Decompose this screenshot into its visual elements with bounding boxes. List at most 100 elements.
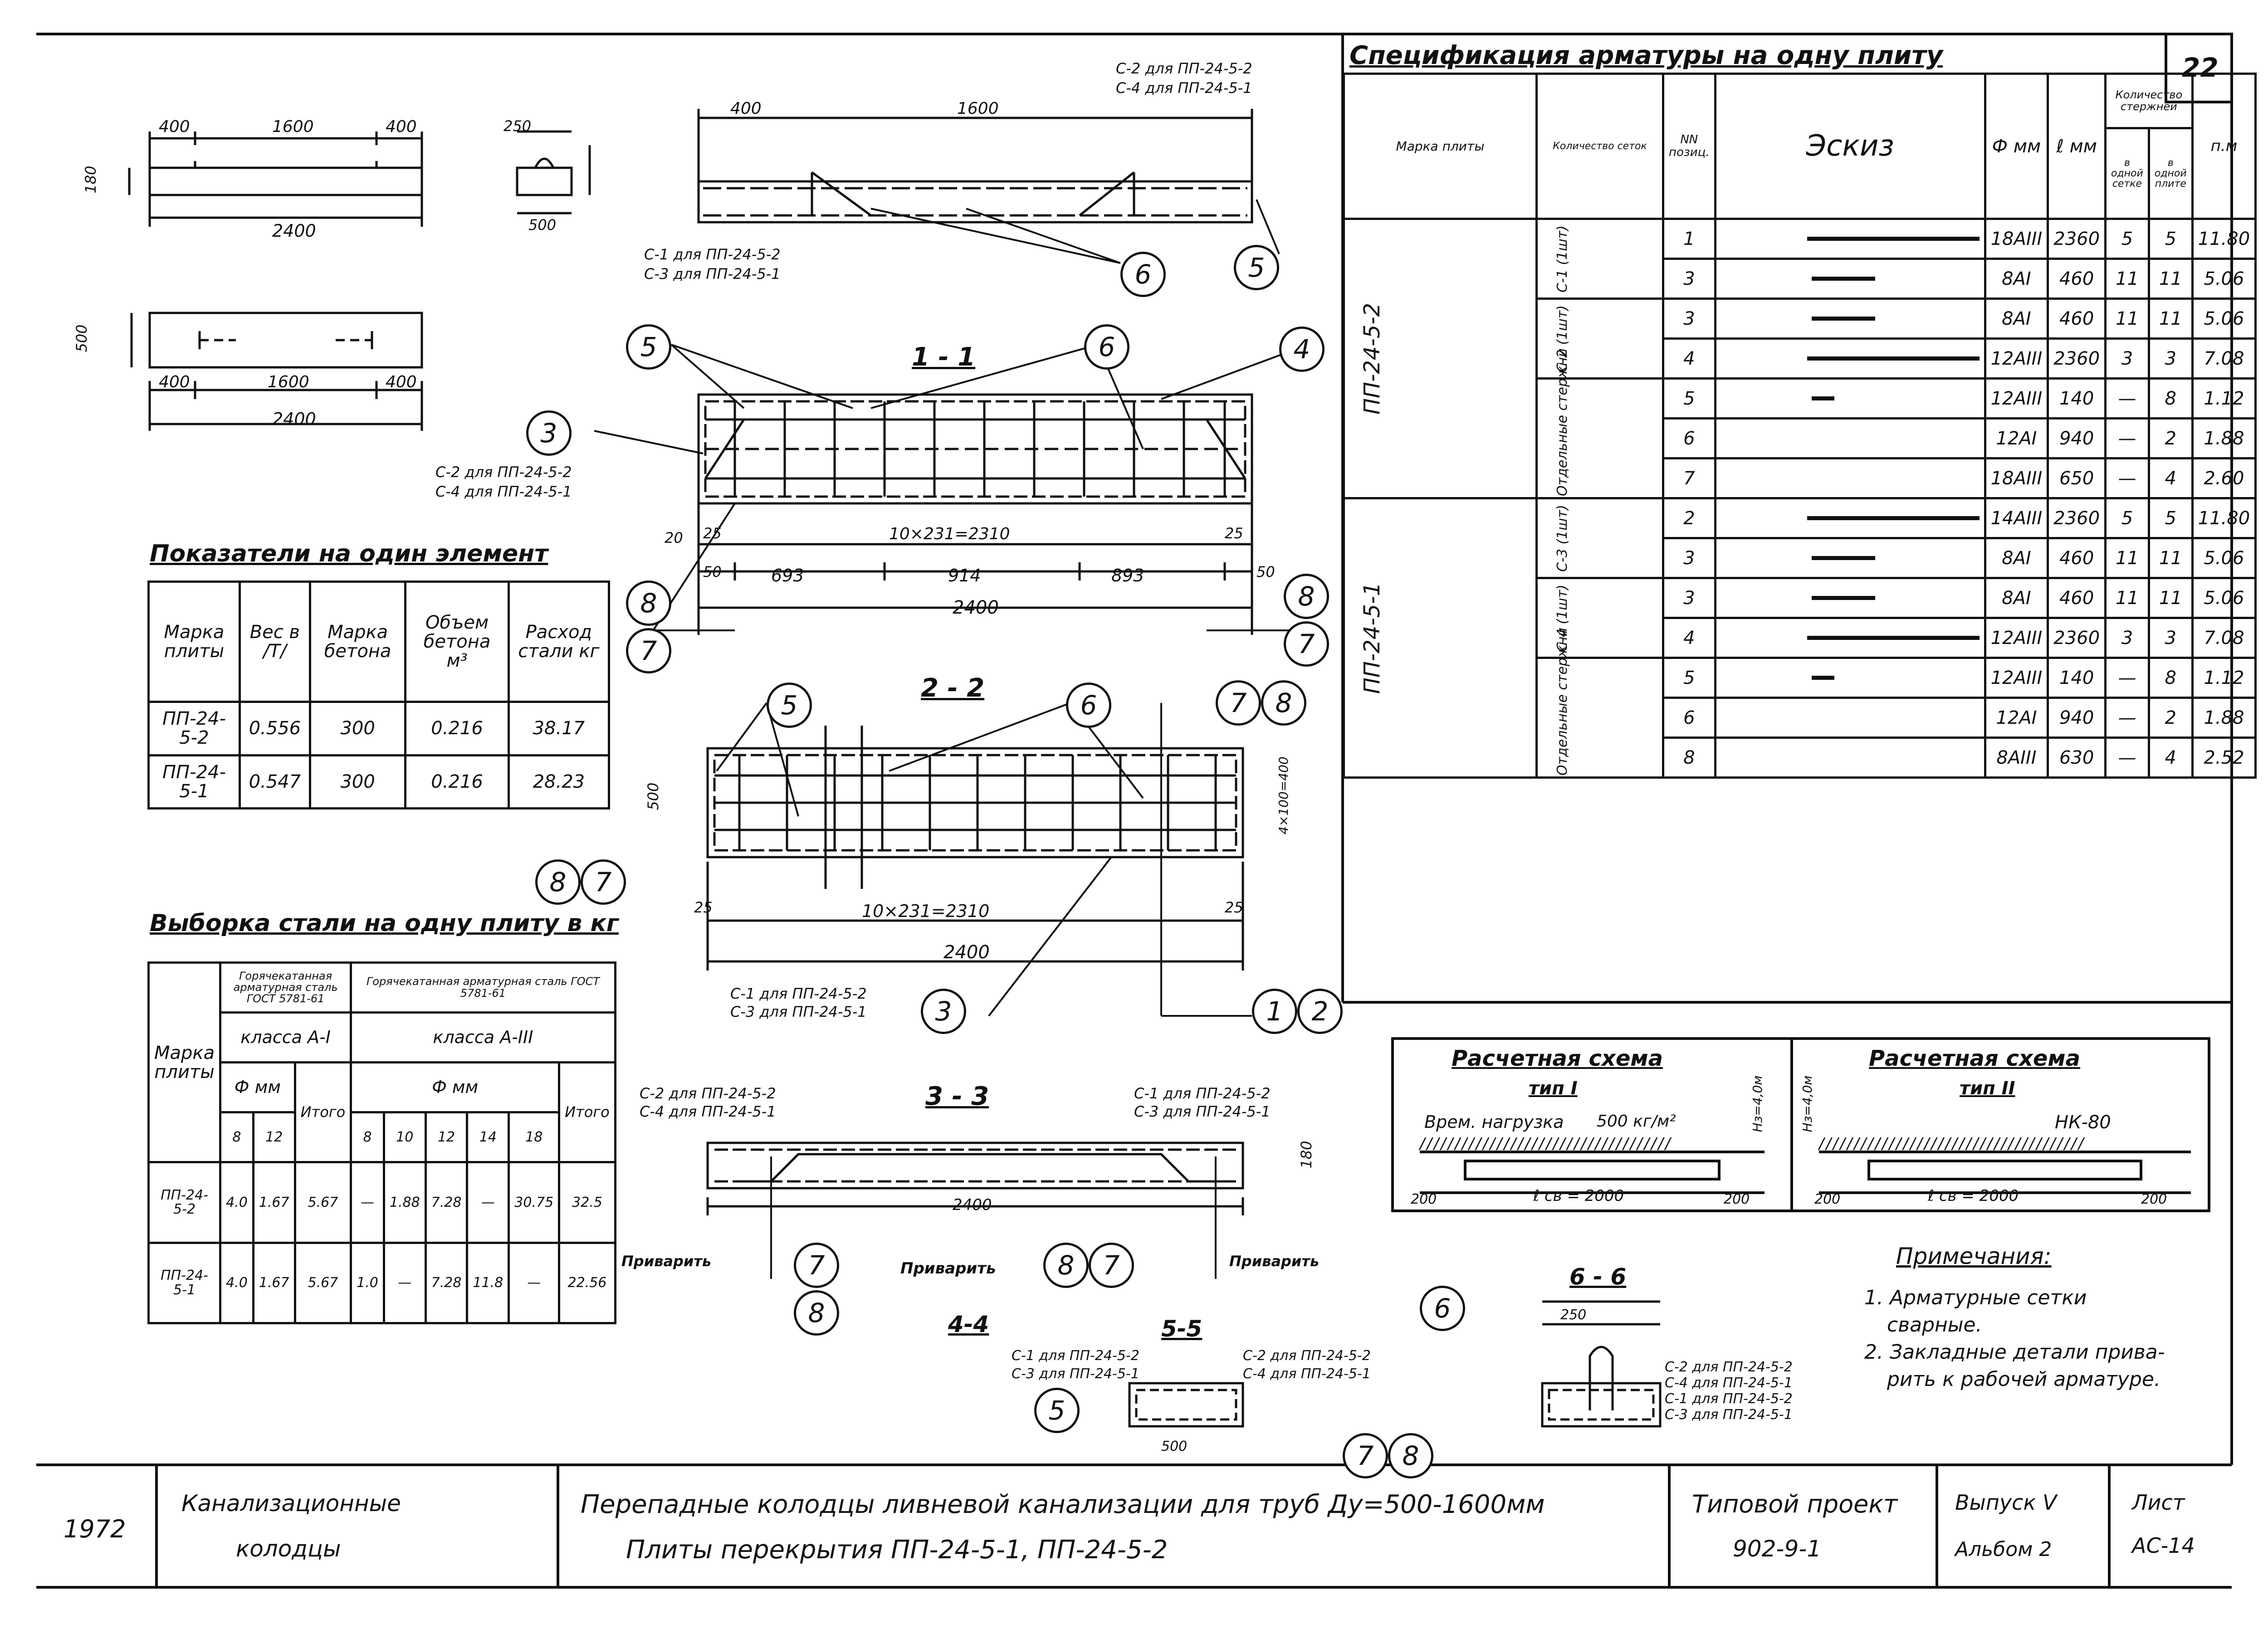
spec-count-elem: 5 (2147, 497, 2194, 539)
spec-count-elem: 3 (2147, 337, 2194, 380)
spec-pos: 6 (1662, 417, 1716, 459)
section-5-5-title: 5-5 (1161, 1316, 1202, 1342)
steel-h-phi1: Ф мм (219, 1061, 296, 1113)
spec-sketch (1714, 417, 1986, 459)
title-main-1: Перепадные колодцы ливневой канализации … (581, 1490, 1545, 1519)
spec-pm: 5.06 (2191, 298, 2257, 340)
scheme-left-sup2: 200 (1724, 1191, 1750, 1207)
spec-pos: 5 (1662, 377, 1716, 419)
spec-sub-cell: Отдельные стержни (1535, 348, 1664, 499)
label-c3-51-s5: С-3 для ПП-24-5-1 (1012, 1366, 1139, 1382)
steel-cell: 1.67 (252, 1241, 296, 1324)
spec-sub-cell: С-1 (1шт) (1535, 218, 1664, 300)
dim-10x231-s2: 10×231=2310 (862, 901, 990, 921)
spec-length: 940 (2047, 417, 2107, 459)
elem-cell: 0.216 (404, 701, 510, 756)
spec-count-elem: 11 (2147, 258, 2194, 300)
spec-diameter: 12AIII (1984, 617, 2049, 659)
scheme-left-load: Врем. нагрузка (1424, 1112, 1564, 1132)
elem-cell: 38.17 (507, 701, 611, 756)
spec-pos: 7 (1662, 457, 1716, 499)
steel-d: 18 (508, 1111, 561, 1163)
label-c2-52-s1: С-2 для ПП-24-5-2 (435, 463, 572, 481)
spec-sub-cell: С-3 (1шт) (1535, 497, 1664, 579)
pos-circle-7-s6: 7 (1343, 1433, 1388, 1478)
label-c2-52-top: С-2 для ПП-24-5-2 (1116, 60, 1252, 77)
steel-h-class1: класса А-I (219, 1011, 352, 1063)
pos-circle-1-s2: 1 (1252, 989, 1297, 1034)
title-list-no: АС-14 (2132, 1533, 2195, 1558)
spec-diameter: 8AI (1984, 577, 2049, 619)
pos-circle-3-s2: 3 (921, 989, 966, 1034)
spec-count-elem: 11 (2147, 537, 2194, 579)
spec-pm: 5.06 (2191, 577, 2257, 619)
spec-count-net: — (2104, 657, 2150, 699)
elem-h-mark: Марка плиты (147, 580, 241, 703)
spec-h-count: Количество стержней (2104, 73, 2194, 129)
spec-sketch (1714, 457, 1986, 499)
pos-circle-7-s1-left: 7 (626, 628, 671, 673)
pos-circle-7-s3: 7 (794, 1243, 839, 1288)
spec-length: 2360 (2047, 497, 2107, 539)
pos-circle-8-s6: 8 (1388, 1433, 1433, 1478)
pos-circle-6-s2: 6 (1066, 683, 1111, 728)
spec-count-net: 5 (2104, 497, 2150, 539)
spec-count-net: — (2104, 377, 2150, 419)
rebar-bar-sketch (1807, 237, 1980, 241)
section-6-6-title: 6 - 6 (1569, 1263, 1627, 1290)
spec-pm: 1.12 (2191, 377, 2257, 419)
title-section-2: колодцы (236, 1536, 341, 1562)
label-c4-51-s1: С-4 для ПП-24-5-1 (435, 483, 572, 500)
elem-cell: 300 (308, 754, 407, 810)
spec-pm: 7.08 (2191, 617, 2257, 659)
spec-h-mark: Марка плиты (1343, 73, 1538, 220)
spec-count-net: 11 (2104, 577, 2150, 619)
steel-cell: 1.0 (350, 1241, 385, 1324)
title-year: 1972 (64, 1515, 126, 1543)
scheme-right-h: Hз=4,0м (1800, 1075, 1815, 1132)
spec-count-net: 3 (2104, 617, 2150, 659)
elem-cell: 300 (308, 701, 407, 756)
spec-length: 460 (2047, 537, 2107, 579)
spec-table: Марка плиты Количество сеток NN позиц. Э… (1343, 73, 2257, 779)
steel-cell: ПП-24-5-2 (147, 1161, 222, 1244)
rebar-bar-sketch (1811, 676, 1834, 680)
spec-pos: 1 (1662, 218, 1716, 260)
steel-cell: 11.8 (466, 1241, 510, 1324)
spec-length: 940 (2047, 697, 2107, 739)
pos-circle-8-s1-left: 8 (626, 580, 671, 626)
label-c3-51-s2: С-3 для ПП-24-5-1 (730, 1003, 867, 1020)
spec-sub-label: С-1 (1шт) (1554, 225, 1570, 293)
spec-count-net: 5 (2104, 218, 2150, 260)
steel-d: 12 (424, 1111, 469, 1163)
elem-cell: 0.216 (404, 754, 510, 810)
scheme-right-sup2: 200 (2141, 1191, 2167, 1207)
elem-h-volume: Объем бетона м³ (404, 580, 510, 703)
rebar-bar-sketch (1807, 636, 1980, 640)
pos-circle-8-s1-right: 8 (1284, 574, 1329, 619)
spec-length: 460 (2047, 258, 2107, 300)
steel-h-phi2: Ф мм (350, 1061, 561, 1113)
pos-circle-3-s1: 3 (526, 410, 572, 456)
scheme-right-sup1: 200 (1814, 1191, 1841, 1207)
spec-pm: 2.52 (2191, 737, 2257, 779)
steel-cell: 22.56 (558, 1241, 616, 1324)
steel-table-title: Выборка стали на одну плиту в кг (150, 910, 619, 937)
title-issue: Выпуск V (1955, 1490, 2057, 1515)
spec-sketch (1714, 697, 1986, 739)
note-line-2: сварные. (1887, 1313, 1982, 1336)
spec-pos: 2 (1662, 497, 1716, 539)
spec-mark-cell: ПП-24-5-1 (1343, 497, 1538, 779)
dim-25-s1-right: 25 (1225, 525, 1243, 542)
spec-count-net: 11 (2104, 298, 2150, 340)
dim-2400-top: 2400 (272, 221, 316, 241)
spec-diameter: 8AI (1984, 298, 2049, 340)
dim-693: 693 (771, 566, 804, 585)
spec-sketch (1714, 657, 1986, 699)
dim-2400-s1: 2400 (953, 597, 999, 618)
dim-50-s1-left: 50 (703, 563, 722, 580)
spec-pos: 8 (1662, 737, 1716, 779)
